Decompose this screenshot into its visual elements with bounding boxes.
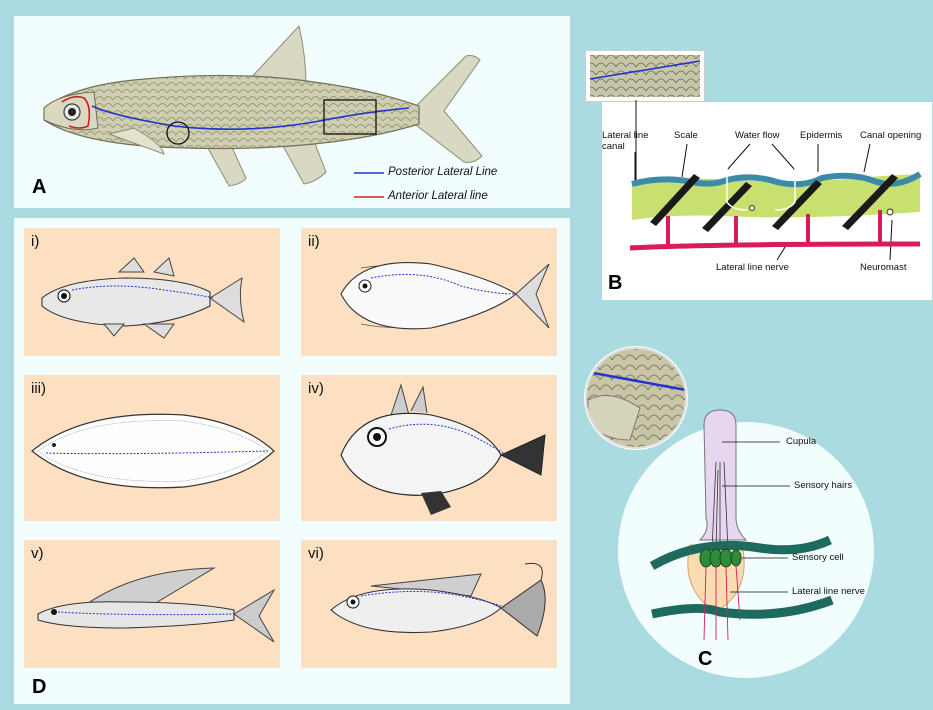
sensory-cells bbox=[700, 549, 741, 567]
label-lateral-line-nerve-c: Lateral line nerve bbox=[792, 586, 865, 597]
label-sensory-cell: Sensory cell bbox=[792, 552, 844, 563]
label-c: C bbox=[698, 648, 712, 671]
label-cupula: Cupula bbox=[786, 436, 816, 447]
label-sensory-hairs: Sensory hairs bbox=[794, 480, 852, 491]
